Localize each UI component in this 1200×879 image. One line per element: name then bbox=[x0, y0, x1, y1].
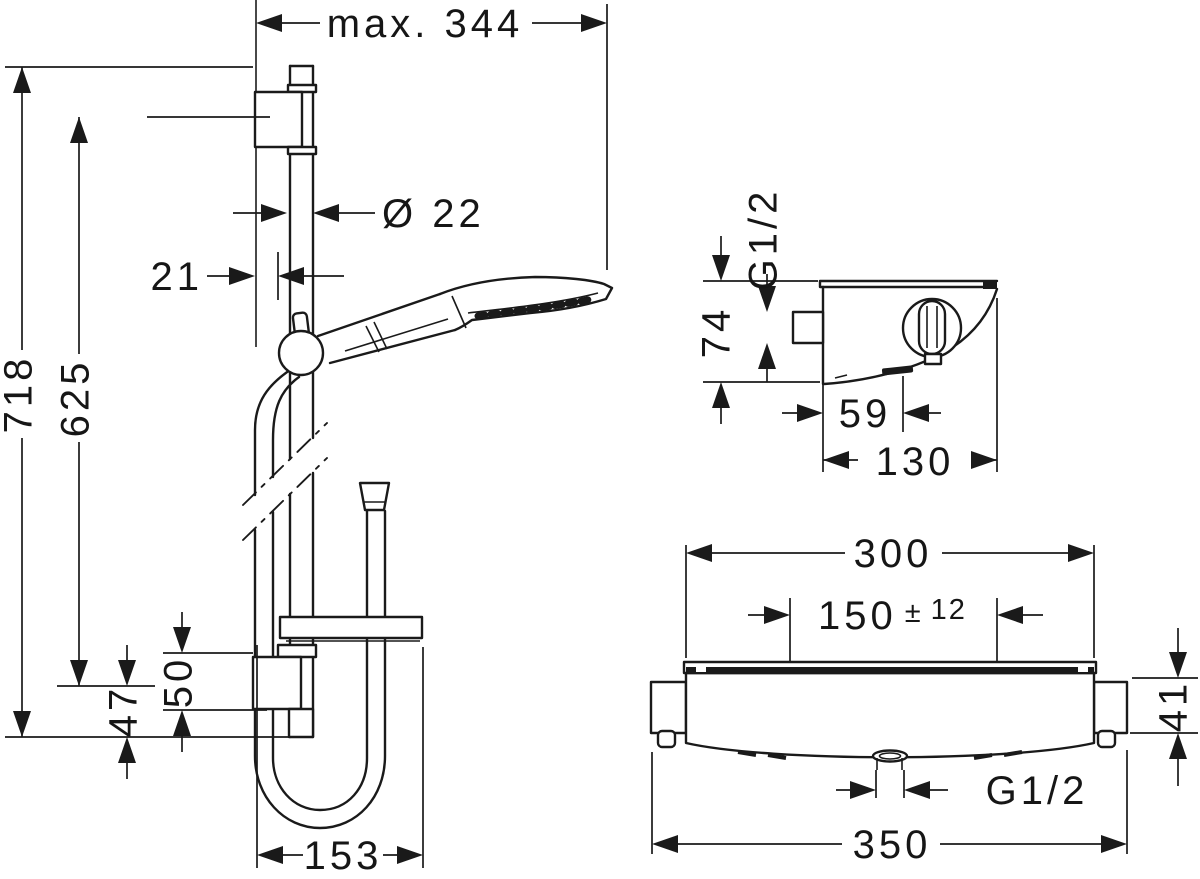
soap-dish bbox=[278, 615, 424, 642]
left-nut bbox=[656, 729, 677, 749]
holder-knob bbox=[277, 329, 325, 377]
right-nut bbox=[1096, 729, 1117, 749]
thermostat-front-body bbox=[649, 660, 1129, 770]
hand-shower-holder bbox=[277, 311, 325, 377]
left-supply-connector bbox=[649, 680, 688, 735]
dim-lower-offset: 47 bbox=[102, 685, 146, 738]
dim-rail-diameter: Ø 22 bbox=[382, 192, 485, 236]
dim-side-knob-depth: 59 bbox=[839, 392, 892, 436]
knob-base bbox=[923, 352, 943, 366]
front-body bbox=[684, 671, 1096, 759]
dim-front-connector-height: 41 bbox=[1152, 680, 1196, 733]
thermostat-side-body bbox=[791, 279, 999, 386]
hand-shower bbox=[316, 275, 614, 365]
spray-face-line bbox=[467, 292, 599, 314]
dim-front-total-width: 350 bbox=[853, 823, 932, 867]
dim-side-total-depth: 130 bbox=[876, 440, 955, 484]
thermostat-side-view: G1/2 74 59 130 bbox=[695, 188, 999, 484]
hand-shower-handle bbox=[316, 292, 457, 365]
shower-hose bbox=[253, 368, 387, 830]
inlet-connector bbox=[791, 310, 825, 345]
dim-side-inlet-drop: 74 bbox=[695, 306, 739, 359]
bottom-wall-bracket bbox=[251, 643, 318, 739]
dim-bracket-height: 50 bbox=[157, 656, 201, 709]
dim-front-body-width: 300 bbox=[854, 532, 933, 576]
handle-inner-line bbox=[344, 318, 449, 352]
top-wall-bracket bbox=[253, 83, 318, 156]
spray-nozzles bbox=[474, 295, 596, 320]
dim-side-inlet-thread: G1/2 bbox=[742, 188, 786, 291]
right-supply-connector bbox=[1092, 680, 1129, 735]
hand-shower-head bbox=[438, 275, 614, 332]
dim-front-supply-spacing: 150±12 bbox=[818, 594, 967, 638]
dim-hose-loop-width: 153 bbox=[304, 834, 383, 878]
dim-fixing-distance: 625 bbox=[54, 359, 98, 438]
dim-wall-clearance: 21 bbox=[151, 255, 204, 299]
shower-set-view: max. 344 718 625 Ø 22 21 bbox=[0, 0, 614, 878]
handle-seam bbox=[365, 321, 388, 353]
thermostat-side-dimensions: G1/2 74 59 130 bbox=[695, 188, 998, 484]
thermostat-front-view: 300 150±12 G1/2 350 41 bbox=[649, 532, 1198, 867]
shower-set-dimensions: max. 344 718 625 Ø 22 21 bbox=[0, 2, 608, 878]
thermostat-front-dimensions: 300 150±12 G1/2 350 41 bbox=[651, 532, 1198, 867]
dim-total-height: 718 bbox=[0, 355, 41, 434]
knob-grip bbox=[917, 299, 947, 356]
outlet-tab bbox=[881, 365, 914, 376]
hose-nut bbox=[358, 481, 391, 512]
dim-max-reach: max. 344 bbox=[327, 2, 524, 46]
head-joint-line bbox=[451, 295, 467, 329]
dim-front-outlet-thread: G1/2 bbox=[986, 769, 1089, 813]
